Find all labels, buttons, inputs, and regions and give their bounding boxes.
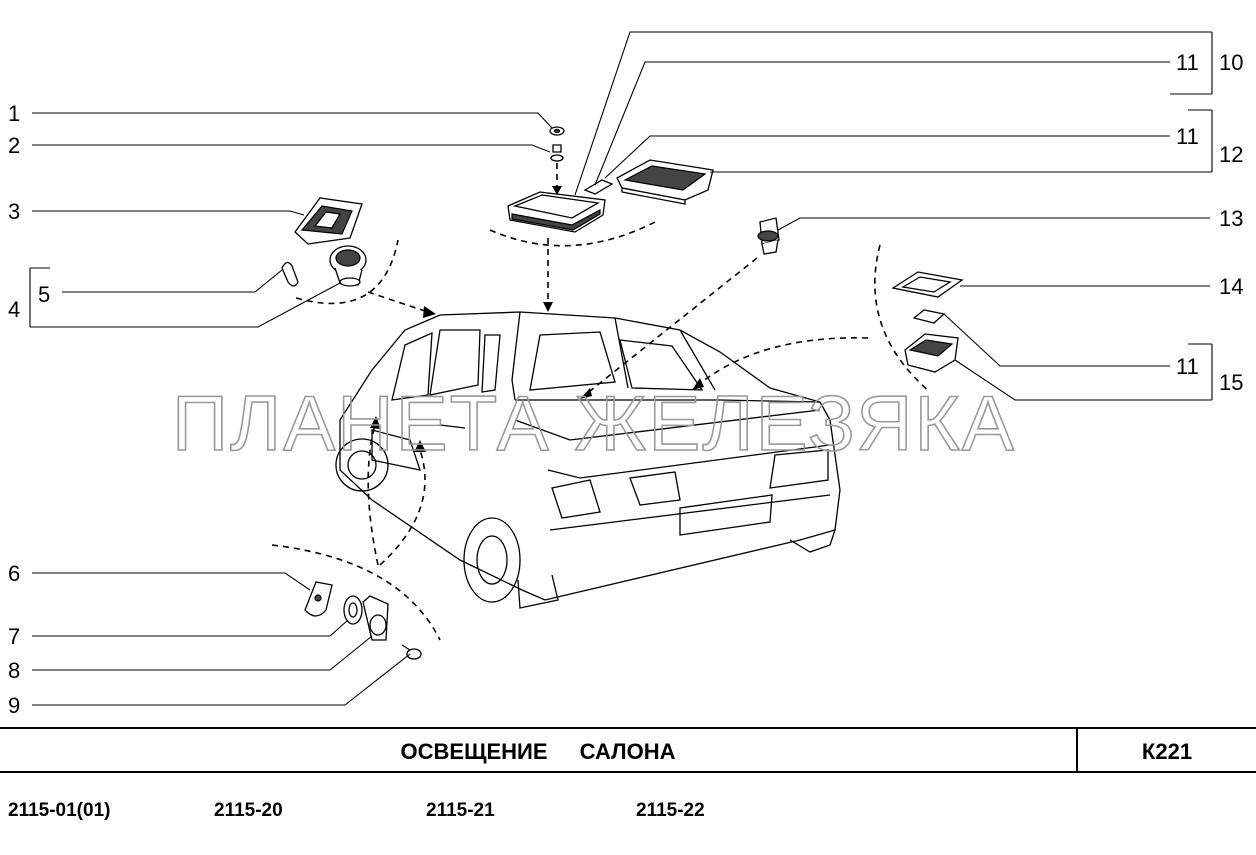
callout-4: 4 — [8, 297, 20, 322]
part-12-rear-lamp — [616, 159, 714, 205]
callout-6: 6 — [8, 561, 20, 586]
callout-11-b: 11 — [1176, 124, 1199, 149]
arrow-door-a — [367, 424, 379, 566]
arc-door-switch — [271, 544, 441, 641]
part-13-switch — [757, 217, 780, 255]
car-illustration — [335, 311, 841, 609]
model-item: 2115-22 — [636, 800, 705, 821]
model-item: 2115-21 — [426, 800, 495, 821]
arc-front-lamps — [489, 221, 656, 247]
callout-12: 12 — [1219, 142, 1243, 167]
part-10-front-lamp — [507, 191, 606, 233]
callout-14: 14 — [1219, 274, 1243, 299]
model-item: 2115-01(01) — [8, 800, 111, 821]
callout-11-c: 11 — [1176, 354, 1199, 379]
watermark: ПЛАНЕТА ЖЕЛЕЗЯКА — [172, 379, 1016, 467]
part-14-frame — [891, 271, 964, 298]
model-list: 2115-01(01) 2115-20 2115-21 2115-22 — [0, 800, 1256, 830]
part-6-cover — [304, 581, 333, 617]
part-11-bulb-b — [912, 309, 946, 324]
callout-13: 13 — [1219, 206, 1243, 231]
callout-5: 5 — [38, 282, 50, 307]
title-divider — [1076, 729, 1078, 773]
callout-10: 10 — [1219, 50, 1243, 75]
title-bar: ОСВЕЩЕНИЕ САЛОНА К221 — [0, 727, 1256, 773]
part-15-trunk-lamp — [904, 333, 959, 373]
callout-7: 7 — [8, 624, 20, 649]
callout-15: 15 — [1219, 370, 1243, 395]
part-2-screw — [550, 144, 564, 162]
page-title: ОСВЕЩЕНИЕ САЛОНА — [400, 739, 676, 764]
model-item: 2115-20 — [214, 800, 283, 821]
arrowheads — [370, 186, 704, 452]
arrow-door-b — [379, 449, 426, 566]
part-7-seal — [343, 595, 363, 625]
callout-9: 9 — [8, 693, 20, 718]
parts-diagram: 1 2 3 4 5 6 7 8 9 10 11 11 11 12 13 14 1… — [8, 31, 1243, 718]
leader-lines — [29, 31, 1213, 706]
part-1-nut — [549, 126, 565, 136]
part-9-screw — [401, 644, 422, 660]
arc-side-lamp — [295, 239, 399, 305]
part-8-door-switch — [362, 595, 389, 641]
arc-trunk-lamp — [874, 244, 931, 393]
callout-8: 8 — [8, 658, 20, 683]
callout-3: 3 — [8, 199, 20, 224]
part-5-bulb — [281, 261, 299, 287]
part-4-lamp — [329, 245, 367, 287]
callout-11-a: 11 — [1176, 50, 1199, 75]
callout-1: 1 — [8, 101, 20, 126]
part-3-lamp-housing — [294, 197, 363, 245]
arrow-side-lamp — [367, 291, 429, 313]
page-code: К221 — [1141, 739, 1193, 764]
arrow-trunk-lamp — [697, 337, 869, 386]
arrow-switch-to-trunk — [584, 257, 758, 396]
part-11-bulb-a — [583, 179, 614, 195]
callout-2: 2 — [8, 133, 20, 158]
